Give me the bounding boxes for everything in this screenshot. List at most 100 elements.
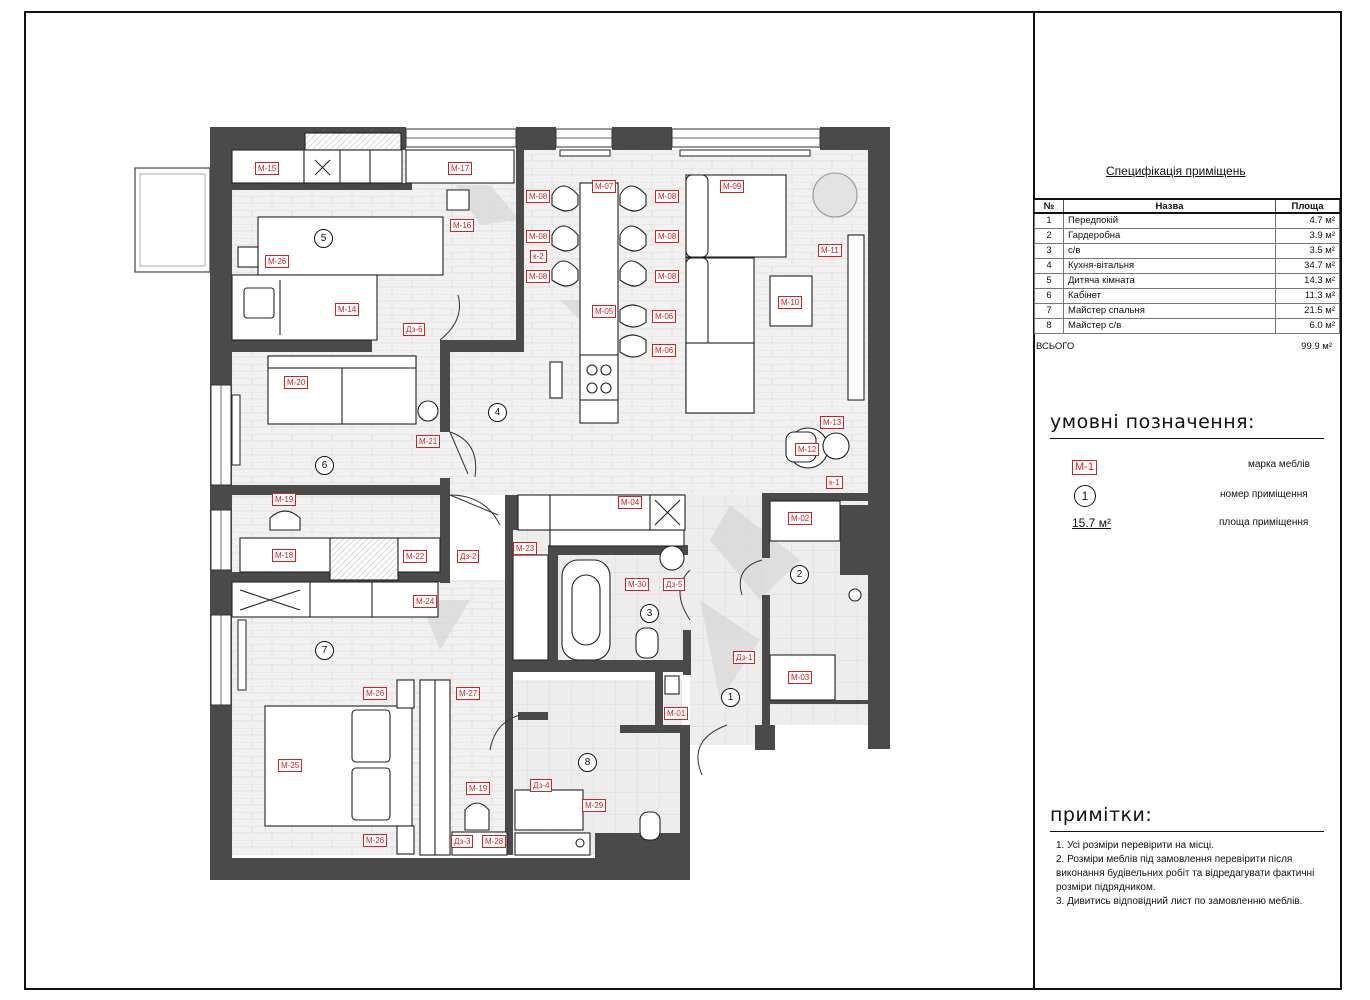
marker-m23: М-23 [513, 542, 538, 555]
marker-k2: к-2 [530, 250, 547, 263]
room7-furniture [231, 581, 508, 856]
spec-cell-area: 34.7 м² [1275, 258, 1340, 274]
spec-header-area: Площа [1275, 198, 1340, 214]
marker-m08-a: М-08 [526, 190, 551, 203]
legend-title: умовні позначення: [1050, 411, 1255, 433]
note-item-2: 2. Розміри меблів під замовлення перевір… [1056, 854, 1315, 893]
marker-m24: М-24 [413, 595, 438, 608]
spec-cell-name: с/в [1063, 243, 1276, 259]
notes-rule [1050, 831, 1324, 832]
balcony [134, 167, 211, 273]
bath-hall-furniture [512, 494, 862, 856]
spec-cell-number: 7 [1034, 303, 1064, 319]
marker-m13: М-13 [820, 416, 845, 429]
marker-dz4: Дз-4 [530, 779, 553, 792]
marker-dz2: Дз-2 [457, 550, 480, 563]
legend-furniture-sample: М-1 [1072, 460, 1097, 475]
marker-m14: М-14 [335, 303, 360, 316]
marker-m17: М-17 [448, 162, 473, 175]
marker-m28: М-28 [482, 835, 507, 848]
marker-m02: М-02 [788, 512, 813, 525]
marker-dz5: Дз-5 [663, 578, 686, 591]
marker-m26-a: М-26 [265, 255, 290, 268]
marker-m15: М-15 [255, 162, 280, 175]
spec-total-value: 99.9 м² [1301, 341, 1332, 352]
notes-list: 1. Усі розміри перевірити на місці. 2. Р… [1056, 839, 1326, 909]
spec-cell-number: 8 [1034, 318, 1064, 334]
marker-m04: М-04 [618, 496, 643, 509]
marker-m30: М-30 [625, 578, 650, 591]
marker-m01: М-01 [664, 707, 689, 720]
marker-m08-e: М-08 [526, 270, 551, 283]
marker-m18: М-18 [272, 549, 297, 562]
spec-title: Специфікація приміщень [1106, 164, 1246, 178]
spec-cell-area: 14.3 м² [1275, 273, 1340, 289]
spec-cell-name: Передпокій [1063, 212, 1276, 229]
spec-header-name: Назва [1063, 198, 1276, 214]
window-lines [220, 137, 820, 705]
legend-area-label: площа приміщення [1219, 517, 1309, 528]
room6-furniture [239, 355, 441, 581]
spec-cell-number: 6 [1034, 288, 1064, 304]
spec-cell-number: 2 [1034, 228, 1064, 244]
marker-m26-c: М-26 [363, 834, 388, 847]
marker-m16: М-16 [450, 219, 475, 232]
notes-title: примітки: [1050, 804, 1153, 826]
spec-cell-area: 21.5 м² [1275, 303, 1340, 319]
room-number-3: 3 [640, 604, 659, 623]
marker-m08-d: М-08 [655, 230, 680, 243]
marker-m08-c: М-08 [526, 230, 551, 243]
marker-m12: М-12 [795, 443, 820, 456]
spec-cell-area: 3.9 м² [1275, 228, 1340, 244]
spec-cell-number: 5 [1034, 273, 1064, 289]
marker-dz3: Дз-3 [451, 835, 474, 848]
doors [439, 294, 763, 776]
spec-header-row: № Назва Площа [1034, 198, 1340, 214]
marker-m26-b: М-26 [363, 687, 388, 700]
marker-m11: М-11 [818, 244, 842, 257]
room-number-1: 1 [721, 688, 740, 707]
spec-cell-name: Кухня-вітальня [1063, 258, 1276, 274]
spec-cell-area: 6.0 м² [1275, 318, 1340, 334]
spec-cell-area: 3.5 м² [1275, 243, 1340, 259]
room-number-6: 6 [315, 456, 334, 475]
spec-cell-number: 3 [1034, 243, 1064, 259]
spec-cell-number: 1 [1034, 212, 1064, 229]
marker-m25: М-25 [278, 759, 303, 772]
legend-room-label: номер приміщення [1220, 489, 1308, 500]
marker-m06-b: М-06 [652, 344, 677, 357]
legend-room-sample: 1 [1074, 485, 1096, 507]
spec-cell-area: 4.7 м² [1275, 212, 1340, 229]
room-number-8: 8 [578, 753, 597, 772]
walls [210, 127, 890, 880]
marker-dz1: Дз-1 [733, 651, 756, 664]
marker-m09: М-09 [720, 180, 745, 193]
room-number-7: 7 [315, 641, 334, 660]
marker-k1: к-1 [826, 476, 843, 489]
spec-header-number: № [1034, 198, 1064, 214]
marker-m08-b: М-08 [655, 190, 680, 203]
marker-m21: М-21 [416, 435, 441, 448]
marker-m06-a: М-06 [652, 310, 677, 323]
legend-area-sample: 15.7 м² [1072, 516, 1111, 530]
spec-cell-name: Дитяча кімната [1063, 273, 1276, 289]
note-item-3: 3. Дивитись відповідний лист по замовлен… [1056, 896, 1303, 907]
room5-furniture [231, 132, 515, 341]
marker-m03: М-03 [788, 671, 813, 684]
note-item-1: 1. Усі розміри перевірити на місці. [1056, 840, 1214, 851]
spec-cell-name: Майстер с/в [1063, 318, 1276, 334]
room-number-2: 2 [790, 565, 809, 584]
marker-m07: М-07 [592, 180, 617, 193]
legend-rule [1050, 438, 1324, 439]
marker-m29: М-29 [582, 799, 607, 812]
room-number-5: 5 [314, 229, 333, 248]
